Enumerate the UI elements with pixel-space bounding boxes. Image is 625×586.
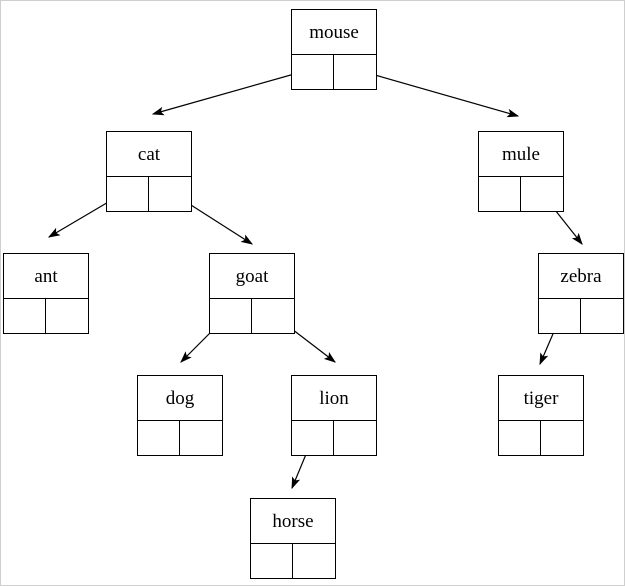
left-pointer-cell-lion xyxy=(292,421,334,456)
tree-node-zebra[interactable]: zebra xyxy=(538,253,624,334)
node-pointers-ant xyxy=(4,299,88,334)
node-label-goat: goat xyxy=(210,254,294,299)
tree-node-tiger[interactable]: tiger xyxy=(498,375,584,456)
left-pointer-cell-mule xyxy=(479,177,521,212)
left-pointer-cell-mouse xyxy=(292,55,334,90)
tree-node-cat[interactable]: cat xyxy=(106,131,192,212)
left-pointer-cell-cat xyxy=(107,177,149,212)
node-pointers-lion xyxy=(292,421,376,456)
left-pointer-cell-ant xyxy=(4,299,46,334)
node-pointers-mule xyxy=(479,177,563,212)
left-pointer-cell-tiger xyxy=(499,421,541,456)
tree-node-dog[interactable]: dog xyxy=(137,375,223,456)
node-pointers-goat xyxy=(210,299,294,334)
node-pointers-tiger xyxy=(499,421,583,456)
tree-node-mouse[interactable]: mouse xyxy=(291,9,377,90)
right-pointer-cell-zebra xyxy=(581,299,623,333)
node-pointers-zebra xyxy=(539,299,623,334)
right-pointer-cell-goat xyxy=(252,299,294,333)
tree-node-horse[interactable]: horse xyxy=(250,498,336,579)
edge-mouse-to-mule xyxy=(353,68,520,118)
node-label-horse: horse xyxy=(251,499,335,544)
left-pointer-cell-goat xyxy=(210,299,252,334)
node-label-lion: lion xyxy=(292,376,376,421)
node-pointers-dog xyxy=(138,421,222,456)
node-label-dog: dog xyxy=(138,376,222,421)
node-pointers-cat xyxy=(107,177,191,212)
right-pointer-cell-dog xyxy=(180,421,222,455)
left-pointer-cell-zebra xyxy=(539,299,581,334)
left-pointer-cell-horse xyxy=(251,544,293,579)
edge-mouse-to-cat xyxy=(151,68,313,116)
right-pointer-cell-ant xyxy=(46,299,88,333)
right-pointer-cell-tiger xyxy=(541,421,583,455)
tree-node-mule[interactable]: mule xyxy=(478,131,564,212)
node-label-cat: cat xyxy=(107,132,191,177)
tree-node-lion[interactable]: lion xyxy=(291,375,377,456)
node-label-zebra: zebra xyxy=(539,254,623,299)
right-pointer-cell-mouse xyxy=(334,55,376,89)
node-pointers-mouse xyxy=(292,55,376,90)
right-pointer-cell-horse xyxy=(293,544,335,578)
left-pointer-cell-dog xyxy=(138,421,180,456)
node-label-tiger: tiger xyxy=(499,376,583,421)
node-label-mouse: mouse xyxy=(292,10,376,55)
right-pointer-cell-lion xyxy=(334,421,376,455)
tree-node-goat[interactable]: goat xyxy=(209,253,295,334)
right-pointer-cell-mule xyxy=(521,177,563,211)
node-label-ant: ant xyxy=(4,254,88,299)
tree-node-ant[interactable]: ant xyxy=(3,253,89,334)
right-pointer-cell-cat xyxy=(149,177,191,211)
node-pointers-horse xyxy=(251,544,335,579)
node-label-mule: mule xyxy=(479,132,563,177)
